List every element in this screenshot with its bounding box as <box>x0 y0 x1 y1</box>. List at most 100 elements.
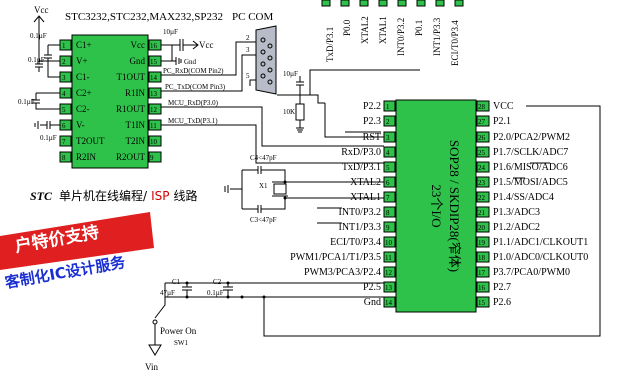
svg-text:0.1µF: 0.1µF <box>28 56 45 64</box>
svg-text:C1-: C1- <box>76 72 90 82</box>
svg-text:26: 26 <box>478 134 486 142</box>
svg-text:16: 16 <box>150 42 158 50</box>
svg-text:C3<47pF: C3<47pF <box>250 216 277 224</box>
svg-text:C1: C1 <box>172 278 181 286</box>
svg-text:6: 6 <box>62 122 66 130</box>
rs232-transceiver: STC3232,STC232,MAX232,SP232 Vcc 1 2 3 4 … <box>18 5 223 169</box>
svg-text:V-: V- <box>76 120 85 130</box>
top-pin-label: INT0/P3.2 <box>396 18 406 56</box>
top-pin-label: P0.0 <box>342 19 352 36</box>
pc-txd-label: PC_TxD(COM Pin3) <box>165 83 226 91</box>
svg-text:2: 2 <box>386 118 390 126</box>
caption-isp: ISP <box>151 189 169 203</box>
svg-text:Power On: Power On <box>160 326 197 336</box>
svg-text:19: 19 <box>478 239 486 247</box>
svg-text:9: 9 <box>386 224 390 232</box>
svg-text:PWM1/PCA1/T1/P3.5: PWM1/PCA1/T1/P3.5 <box>290 252 381 263</box>
svg-text:5: 5 <box>386 164 390 172</box>
svg-text:10µF: 10µF <box>283 70 298 78</box>
svg-text:X1: X1 <box>259 182 268 190</box>
svg-text:7: 7 <box>62 138 66 146</box>
svg-text:C2+: C2+ <box>76 88 92 98</box>
svg-text:P2.0/PCA2/PWM2: P2.0/PCA2/PWM2 <box>493 132 570 143</box>
transceiver-supply: 10µF Vcc Gnd <box>161 28 214 66</box>
svg-text:P2.7: P2.7 <box>493 282 511 293</box>
svg-text:11: 11 <box>385 254 392 262</box>
caption-stc: STC <box>30 189 53 203</box>
svg-text:47µF: 47µF <box>160 289 175 297</box>
svg-text:T2IN: T2IN <box>126 136 146 146</box>
svg-text:P2.5: P2.5 <box>363 282 381 293</box>
svg-text:T2OUT: T2OUT <box>76 136 105 146</box>
svg-text:STC 单片机在线编程/ ISP: STC 单片机在线编程/ ISP 线路 <box>30 187 197 204</box>
svg-text:P2.6: P2.6 <box>493 297 511 308</box>
crystal-circuit: C4<47pF X1 C3<47pF <box>224 154 384 224</box>
svg-text:SW1: SW1 <box>174 339 189 347</box>
top-pin-label: P0.1 <box>414 20 424 36</box>
svg-text:0.1µF: 0.1µF <box>40 134 57 142</box>
svg-text:R2OUT: R2OUT <box>116 152 146 162</box>
mcu-package-label: SOP28 / SKDIP28(窄体) <box>447 140 462 272</box>
svg-text:15: 15 <box>478 299 486 307</box>
caption-cn1: 单片机在线编程/ <box>59 188 148 203</box>
svg-text:14: 14 <box>385 299 393 307</box>
svg-text:P1.3/ADC3: P1.3/ADC3 <box>493 207 540 218</box>
svg-text:25: 25 <box>478 149 486 157</box>
svg-text:10: 10 <box>385 239 393 247</box>
mcu-io-count: 23个I/O <box>429 184 444 227</box>
transceiver-right-pin-names: Vcc Gnd T1OUT R1IN R1OUT T1IN T2IN R2OUT <box>116 40 146 162</box>
svg-text:9: 9 <box>150 154 154 162</box>
mcu-right-pins: 28 27 26 25 24 23 22 21 20 19 18 17 16 1… <box>476 100 490 308</box>
svg-text:P1.6/MISO/ADC6: P1.6/MISO/ADC6 <box>493 162 568 173</box>
svg-text:0.1µF: 0.1µF <box>18 98 35 106</box>
signal-labels: PC_RxD(COM Pin2) PC_TxD(COM Pin3) MCU_Rx… <box>161 67 384 164</box>
transceiver-title: STC3232,STC232,MAX232,SP232 <box>65 11 223 23</box>
svg-text:27: 27 <box>478 118 486 126</box>
svg-text:24: 24 <box>478 164 486 172</box>
svg-text:PWM3/PCA3/P2.4: PWM3/PCA3/P2.4 <box>304 267 381 278</box>
transceiver-left-pin-names: C1+ V+ C1- C2+ C2- V- T2OUT R2IN <box>76 40 105 162</box>
svg-text:P2.1: P2.1 <box>493 116 511 127</box>
svg-text:P1.7/SCLK/ADC7: P1.7/SCLK/ADC7 <box>493 147 568 158</box>
svg-text:RST: RST <box>363 132 381 143</box>
svg-text:V+: V+ <box>76 56 88 66</box>
mcu-left-pins: 1 2 3 4 5 6 7 8 9 10 11 12 13 14 <box>383 100 396 308</box>
svg-text:23: 23 <box>478 179 486 187</box>
svg-text:10: 10 <box>150 138 158 146</box>
svg-text:6: 6 <box>386 179 390 187</box>
transceiver-caps: 0.1µF 0.1µF 0.1µF 0.1µF <box>18 32 60 142</box>
svg-text:Gnd: Gnd <box>184 58 197 66</box>
mcu-body <box>395 99 477 313</box>
svg-text:0.1µF: 0.1µF <box>30 32 47 40</box>
svg-text:R1OUT: R1OUT <box>116 104 146 114</box>
svg-text:ECI/T0/P3.4: ECI/T0/P3.4 <box>330 237 381 248</box>
svg-text:XTAL1: XTAL1 <box>350 192 381 203</box>
svg-text:Vin: Vin <box>145 362 158 372</box>
svg-text:20: 20 <box>478 224 486 232</box>
svg-text:TxD/P3.1: TxD/P3.1 <box>342 162 381 173</box>
svg-text:21: 21 <box>478 209 486 217</box>
mcu-right-pin-names: VCC P2.1 P2.0/PCA2/PWM2 P1.7/SCLK/ADC7 P… <box>493 101 588 308</box>
svg-text:11: 11 <box>150 122 157 130</box>
svg-text:C4<47pF: C4<47pF <box>250 154 277 162</box>
transceiver-body <box>71 34 149 169</box>
svg-text:16: 16 <box>478 284 486 292</box>
svg-text:P3.7/PCA0/PWM0: P3.7/PCA0/PWM0 <box>493 267 570 278</box>
svg-text:Gnd: Gnd <box>130 56 146 66</box>
svg-text:3: 3 <box>62 74 66 82</box>
svg-text:XTAL2: XTAL2 <box>350 177 381 188</box>
svg-text:12: 12 <box>150 106 158 114</box>
svg-text:R1IN: R1IN <box>125 88 146 98</box>
svg-text:P1.0/ADC0/CLKOUT0: P1.0/ADC0/CLKOUT0 <box>493 252 588 263</box>
svg-text:1: 1 <box>386 103 390 111</box>
transceiver-left-pins: 1 2 3 4 5 6 7 8 <box>59 39 72 163</box>
svg-text:7: 7 <box>386 194 390 202</box>
svg-text:4: 4 <box>62 90 66 98</box>
pc-com-connector: PC COM 2 3 5 <box>161 11 277 95</box>
transceiver-right-pins: 16 15 14 13 12 11 10 9 <box>148 39 162 163</box>
svg-text:Gnd: Gnd <box>364 297 381 308</box>
svg-text:INT0/P3.2: INT0/P3.2 <box>339 207 382 218</box>
vcc-label: Vcc <box>34 5 49 15</box>
svg-text:Vcc: Vcc <box>199 40 214 50</box>
pc-com-title: PC COM <box>232 11 273 23</box>
